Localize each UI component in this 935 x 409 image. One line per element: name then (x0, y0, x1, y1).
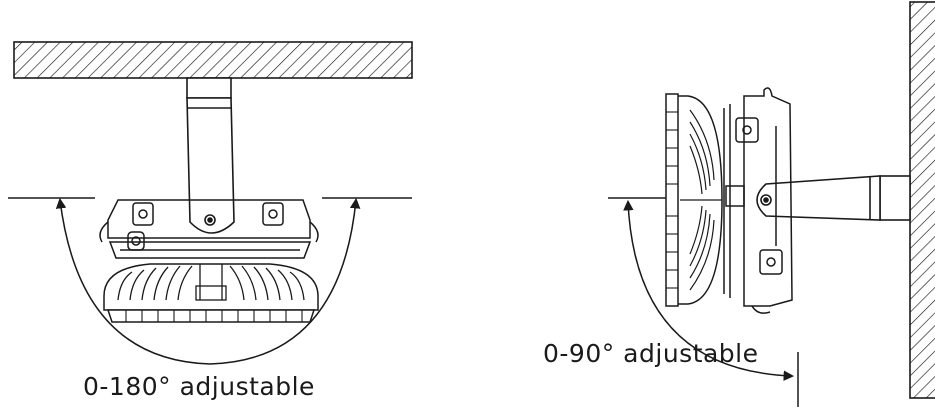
wall-slab (909, 1, 935, 399)
ceiling-bracket-arm (186, 77, 235, 234)
ceiling-slab (13, 41, 413, 79)
ceiling-heatsink (103, 263, 319, 323)
wall-adjust-caption: 0-90° adjustable (543, 339, 759, 368)
ceiling-adjust-arc (55, 197, 361, 365)
ceiling-mount-view (8, 41, 413, 365)
wall-adjust-arc (623, 199, 795, 381)
wall-bracket-arm (756, 175, 911, 221)
wall-heatsink (665, 93, 723, 307)
wall-mount-view (608, 1, 935, 407)
ceiling-adjust-caption: 0-180° adjustable (83, 372, 315, 401)
